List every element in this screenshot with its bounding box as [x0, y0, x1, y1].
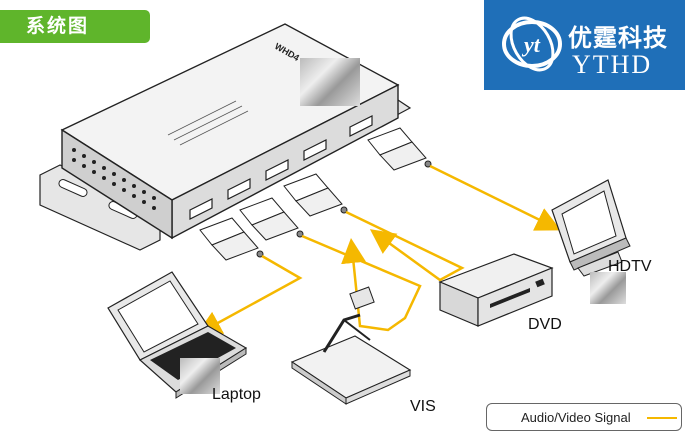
page-title: 系统图	[0, 10, 150, 43]
logo-name-en: YTHD	[572, 50, 653, 79]
hdmi-plug-input-3	[283, 173, 348, 217]
logo-name-cn: 优霆科技	[568, 24, 668, 52]
label-vis: VIS	[410, 398, 436, 415]
label-laptop: Laptop	[212, 386, 261, 403]
laptop-icon	[107, 271, 248, 399]
watermark-blur	[300, 58, 360, 106]
label-hdtv: HDTV	[608, 258, 652, 275]
hdmi-plug-input-2	[239, 197, 304, 241]
signal-cables	[196, 164, 561, 335]
legend-label: Audio/Video Signal	[521, 410, 631, 425]
hdmi-plug-input-1	[199, 217, 264, 261]
legend: Audio/Video Signal	[486, 403, 682, 431]
logo-emblem-text: yt	[521, 32, 541, 57]
company-logo: yt 优霆科技 YTHD	[484, 0, 685, 90]
logo-emblem-icon: yt	[502, 16, 562, 72]
dvd-player-icon	[438, 253, 554, 327]
watermark-blur	[590, 272, 626, 304]
visual-presenter-icon	[290, 286, 412, 405]
hdmi-plug-output	[367, 127, 432, 171]
hdtv-icon	[551, 179, 631, 277]
legend-signal-line	[647, 417, 677, 419]
label-dvd: DVD	[528, 316, 562, 333]
watermark-blur	[180, 358, 220, 394]
